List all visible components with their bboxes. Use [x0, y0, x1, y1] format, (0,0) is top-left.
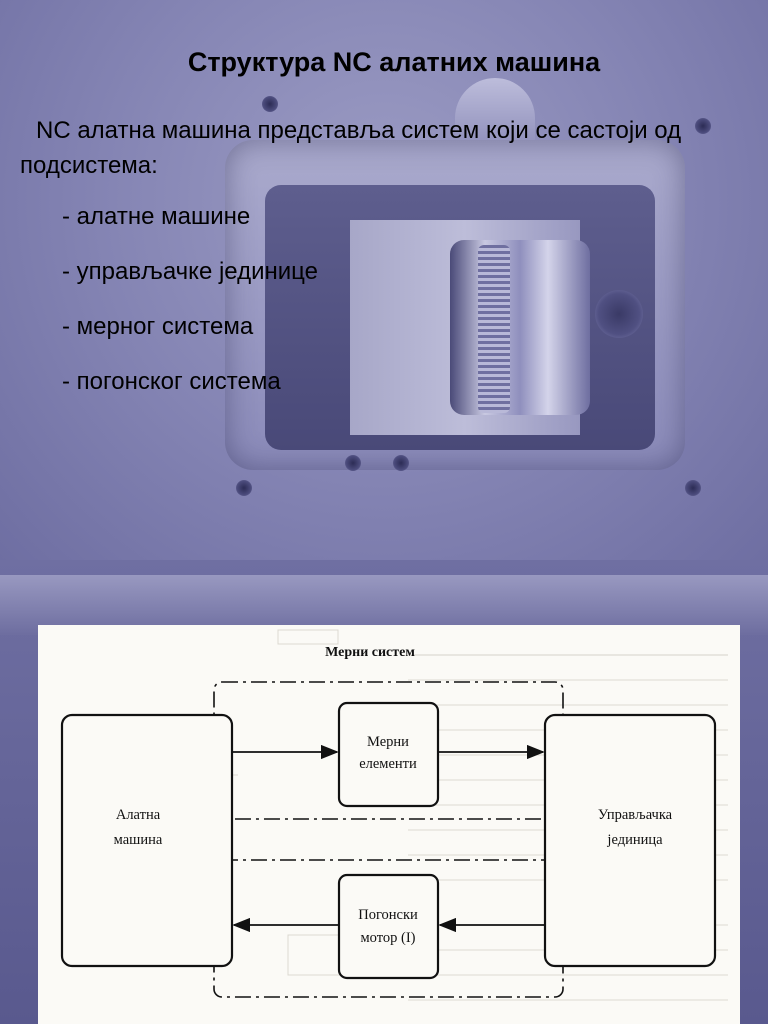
- screw: [236, 480, 252, 496]
- bullet-item: - алатне машине: [62, 203, 251, 230]
- control-unit-block: [543, 713, 717, 968]
- screw: [685, 480, 701, 496]
- machine-tool-block: [60, 713, 234, 968]
- measuring-elements-block: [337, 701, 440, 808]
- spindle-gear-ring: [478, 245, 510, 413]
- slide-intro: NC алатна машина представља систем који …: [20, 113, 740, 183]
- machine-cap: [455, 78, 535, 148]
- measuring-elements-label: Мерни: [367, 734, 409, 750]
- drive-motor-label: Погонски: [358, 907, 418, 923]
- machine-tool-label: Алатна: [116, 807, 161, 823]
- slide-title: Структура NC алатних машина: [187, 47, 601, 77]
- screw: [393, 455, 409, 471]
- machine-spindle: [450, 240, 590, 415]
- drive-motor-block: [337, 873, 440, 980]
- screw: [695, 118, 711, 134]
- intro-text: NC алатна машина представља систем који …: [20, 117, 682, 179]
- measuring-system-label: Мерни систем: [325, 645, 415, 660]
- bullet-list: - алатне машине - управљачке јединице - …: [62, 200, 318, 420]
- machine-hole: [595, 290, 643, 338]
- measuring-elements-label: елементи: [359, 756, 417, 772]
- bullet-item: - мерног система: [62, 313, 254, 340]
- machine-tool-label: машина: [114, 832, 163, 848]
- control-unit-label: Управљачка: [598, 807, 673, 823]
- drive-motor-label: мотор (I): [361, 930, 416, 946]
- screw: [345, 455, 361, 471]
- control-unit-label: јединица: [606, 832, 663, 848]
- block-diagram-svg: Мерни систем Алатна машина Мерни елемент…: [60, 629, 728, 1001]
- screw: [262, 96, 278, 112]
- bullet-item: - погонског система: [62, 368, 281, 395]
- bullet-item: - управљачке јединице: [62, 258, 319, 285]
- block-diagram: Мерни систем Алатна машина Мерни елемент…: [38, 625, 740, 1024]
